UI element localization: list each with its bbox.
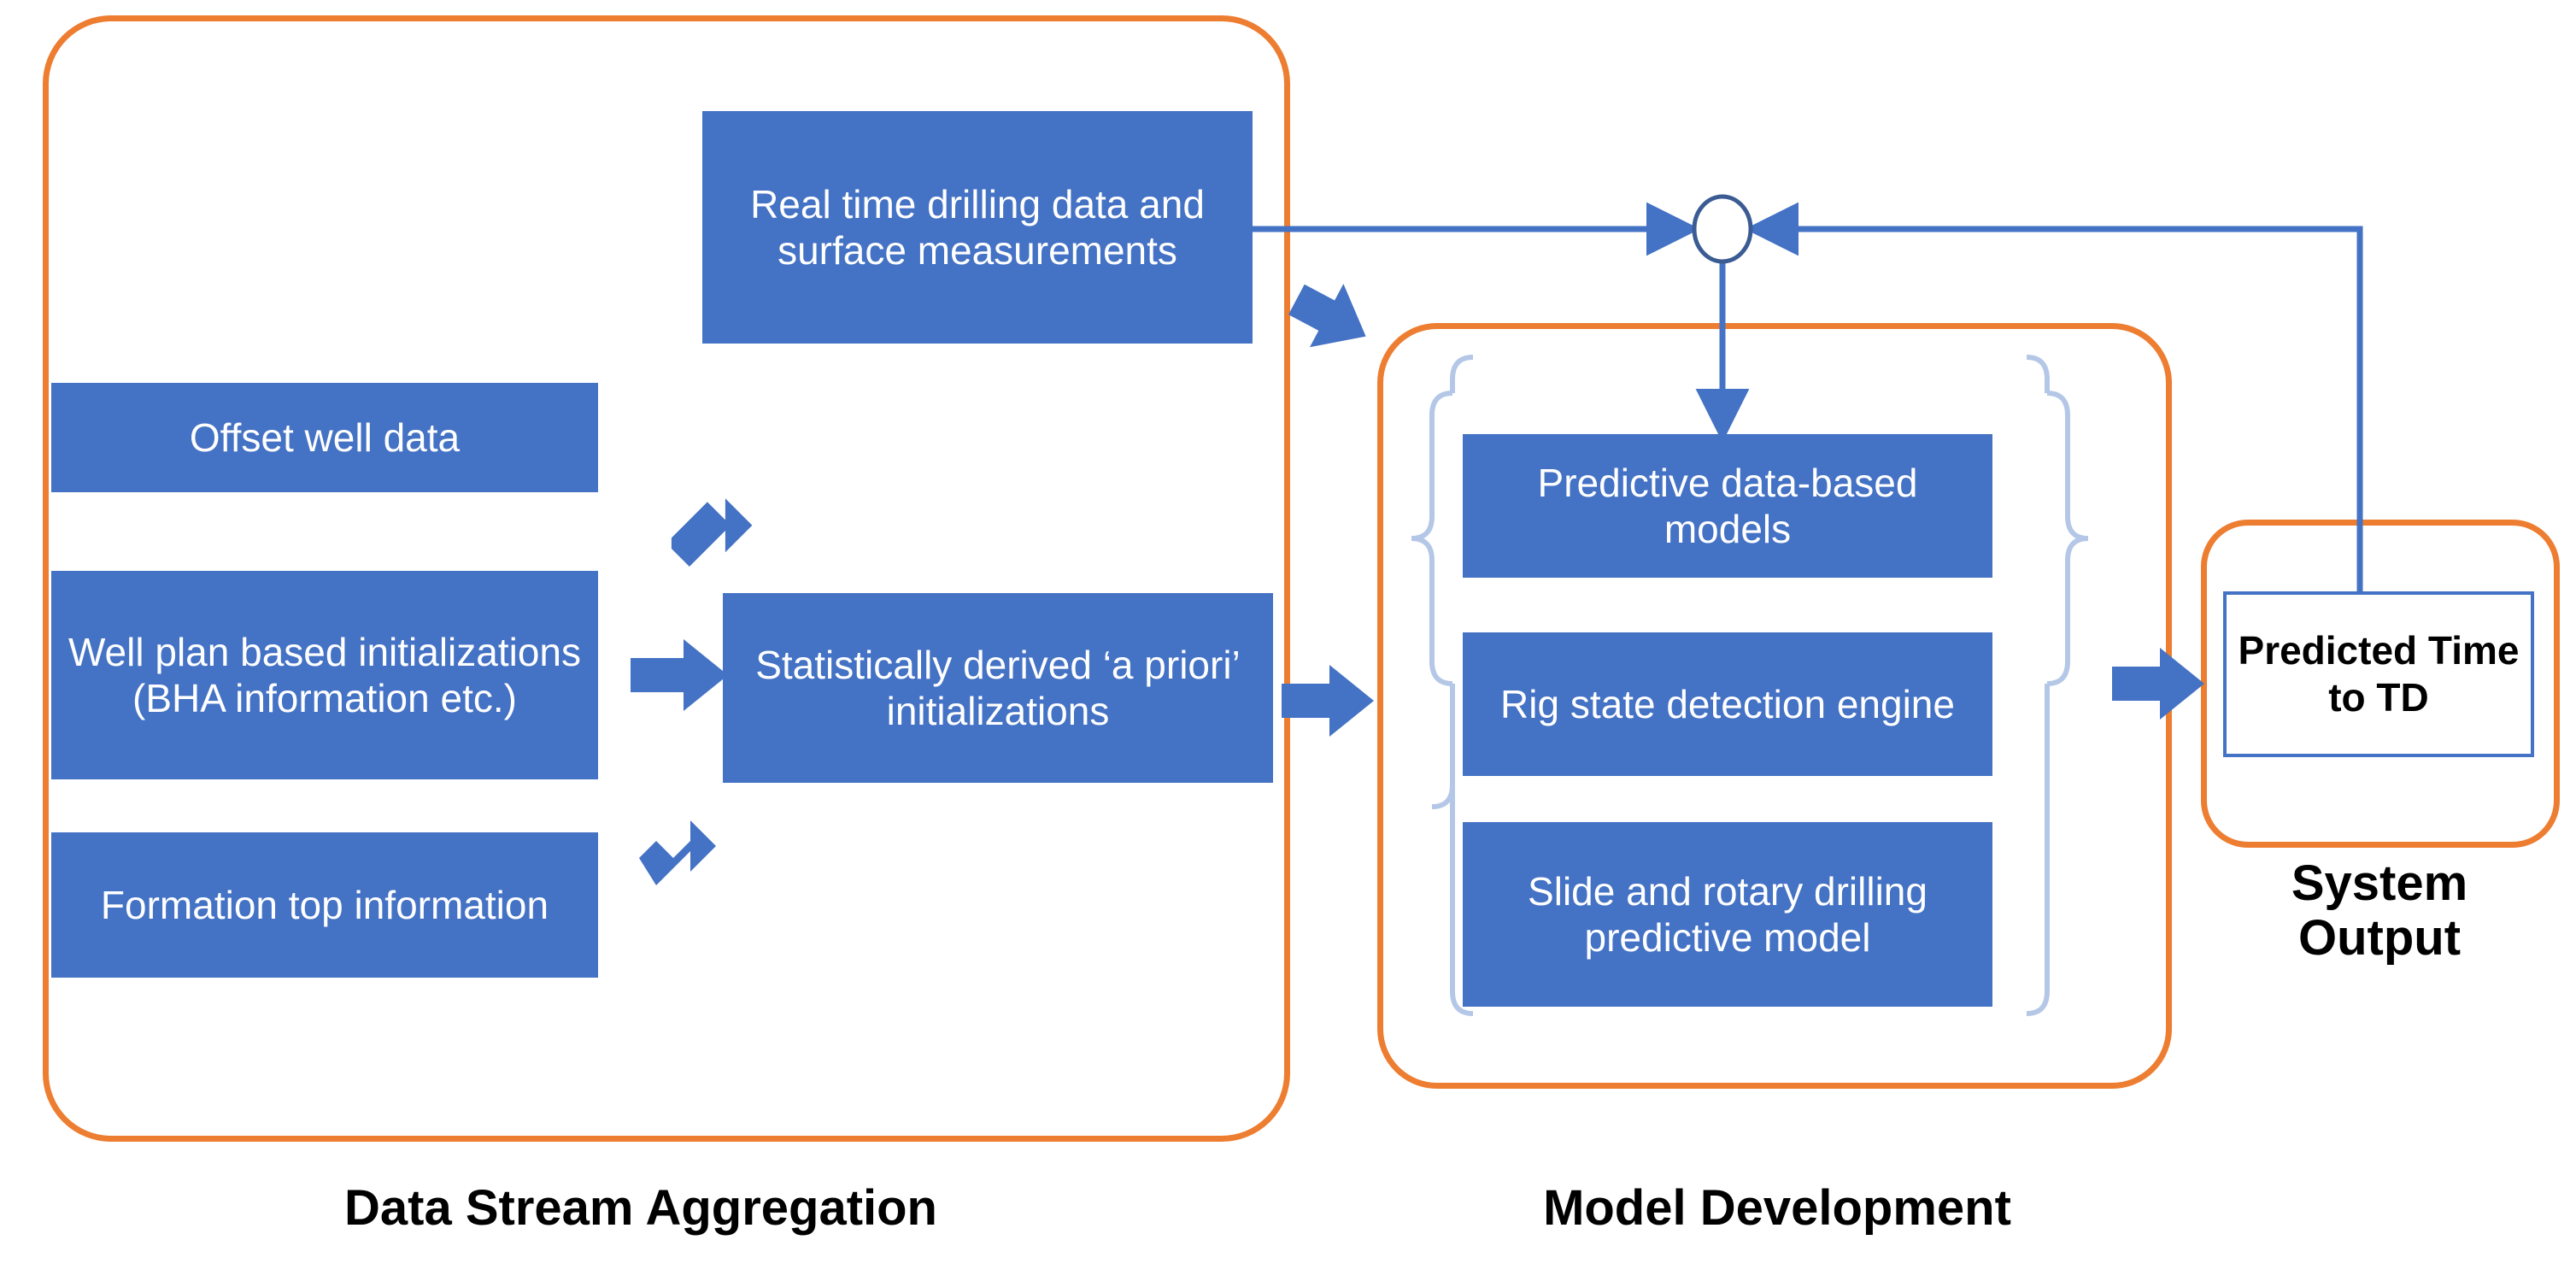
node-statistically-derived-initializations-label: Statistically derived ‘a priori’ initial… xyxy=(755,642,1241,733)
label-system-output: System Output xyxy=(2221,856,2538,966)
node-well-plan-initializations-label: Well plan based initializations (BHA inf… xyxy=(67,629,582,720)
node-offset-well-data[interactable]: Offset well data xyxy=(51,383,598,492)
summing-junction-icon xyxy=(1692,194,1753,264)
node-rig-state-detection-engine[interactable]: Rig state detection engine xyxy=(1463,632,1992,776)
node-rig-state-detection-engine-label: Rig state detection engine xyxy=(1500,681,1955,726)
node-predicted-time-to-td[interactable]: Predicted Time to TD xyxy=(2223,591,2534,757)
block-arrow-right-icon-to-models xyxy=(1282,665,1374,737)
label-model-development-text: Model Development xyxy=(1543,1180,2011,1236)
node-offset-well-data-label: Offset well data xyxy=(189,414,461,460)
label-system-output-text: System Output xyxy=(2291,855,2468,966)
node-realtime-drilling-data-label: Real time drilling data and surface meas… xyxy=(750,181,1205,273)
node-slide-rotary-predictive-model-label: Slide and rotary drilling predictive mod… xyxy=(1528,868,1928,960)
node-formation-top-information-label: Formation top information xyxy=(100,882,549,927)
node-predictive-data-based-models-label: Predictive data-based models xyxy=(1537,460,1918,551)
node-slide-rotary-predictive-model[interactable]: Slide and rotary drilling predictive mod… xyxy=(1463,822,1992,1007)
node-realtime-drilling-data[interactable]: Real time drilling data and surface meas… xyxy=(702,111,1253,344)
node-predictive-data-based-models[interactable]: Predictive data-based models xyxy=(1463,434,1992,578)
label-data-stream-aggregation-text: Data Stream Aggregation xyxy=(344,1180,937,1236)
group-data-stream-aggregation xyxy=(43,15,1290,1142)
label-model-development: Model Development xyxy=(1350,1181,2204,1236)
node-predicted-time-to-td-label: Predicted Time to TD xyxy=(2238,627,2520,720)
label-data-stream-aggregation: Data Stream Aggregation xyxy=(214,1181,1068,1236)
node-statistically-derived-initializations[interactable]: Statistically derived ‘a priori’ initial… xyxy=(723,593,1273,783)
node-well-plan-initializations[interactable]: Well plan based initializations (BHA inf… xyxy=(51,571,598,779)
block-arrow-down-right-icon-realtime xyxy=(1288,284,1366,348)
node-formation-top-information[interactable]: Formation top information xyxy=(51,832,598,978)
